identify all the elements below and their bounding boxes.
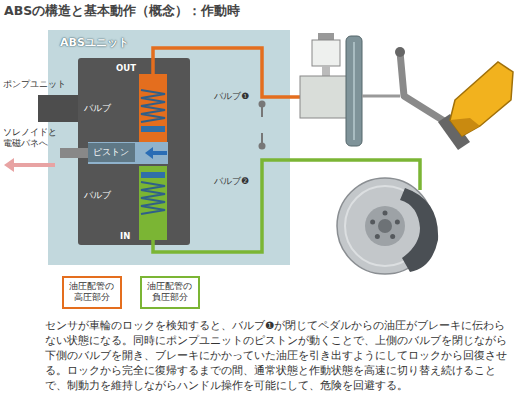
part-name: ポンプユニット <box>3 79 66 90</box>
part-name: バルブ <box>84 190 111 201</box>
diagram-title: ABSの構造と基本動作（概念）：作動時 <box>4 3 240 18</box>
piston-motion-arrowhead <box>145 147 153 159</box>
valve-1-symbol <box>259 101 266 108</box>
solenoid-arrowhead <box>4 158 14 172</box>
legend-swatch: 油圧配管の負圧部分 <box>140 276 200 309</box>
low-pressure-chamber <box>139 166 167 240</box>
valve-2-symbol <box>259 143 266 150</box>
part-name: バルブ❷ <box>214 176 249 187</box>
caption: センサが車輪のロックを検知すると、バルブ❶が閉じてペダルからの油圧がブレーキに伝… <box>45 318 507 393</box>
master-cylinder <box>300 76 348 118</box>
high-pressure-pipe <box>153 48 302 97</box>
disc-hub <box>365 206 405 246</box>
pedal-pivot <box>395 47 405 57</box>
reservoir-cap <box>318 33 334 40</box>
lug-hole <box>395 219 400 224</box>
piston-box: ピストン <box>88 143 135 162</box>
valve-plate <box>141 172 165 178</box>
brake-booster <box>346 36 362 146</box>
lug-hole <box>370 219 375 224</box>
valve-1-symbol <box>261 107 263 117</box>
part-name: ソレノイドと電磁バネへ <box>3 127 60 149</box>
part-name: バルブ❶ <box>214 91 249 102</box>
booster-highlight <box>353 42 355 140</box>
solenoid-arrow <box>12 163 55 167</box>
piston-channel <box>88 142 168 164</box>
pedal-arm <box>400 52 452 126</box>
port-name: IN <box>120 231 130 241</box>
port-name: OUT <box>116 63 136 73</box>
lug-holes <box>370 211 400 240</box>
valve-plate <box>141 126 165 132</box>
hub-center <box>378 219 392 233</box>
foot-shoe <box>450 62 513 136</box>
node-text: ピストン <box>93 146 130 159</box>
node-text: ABSユニット <box>60 35 278 50</box>
high-pressure-chamber <box>139 74 167 142</box>
lug-hole <box>390 234 395 239</box>
lug-hole <box>383 211 388 216</box>
piston-rod <box>60 148 90 158</box>
legend-text: 油圧配管の負圧部分 <box>146 281 194 304</box>
pump-housing <box>78 58 190 245</box>
abs-unit-panel-fill <box>48 30 290 265</box>
valve-spring <box>141 182 165 214</box>
legend-swatch: 油圧配管の高圧部分 <box>62 276 122 309</box>
reservoir-neck <box>322 66 330 76</box>
shoe-sole <box>450 118 480 136</box>
part-name: バルブ <box>84 103 111 114</box>
brake-caliper <box>400 188 438 272</box>
lug-hole <box>375 234 380 239</box>
reservoir <box>312 40 340 66</box>
abs-unit-panel: ABSユニットピストン <box>48 30 290 265</box>
legend-text: 油圧配管の高圧部分 <box>68 281 116 304</box>
push-rod <box>362 95 400 98</box>
valve-spring <box>141 90 165 122</box>
piston-motion-arrow <box>152 151 167 155</box>
valve-2-symbol <box>261 133 263 143</box>
